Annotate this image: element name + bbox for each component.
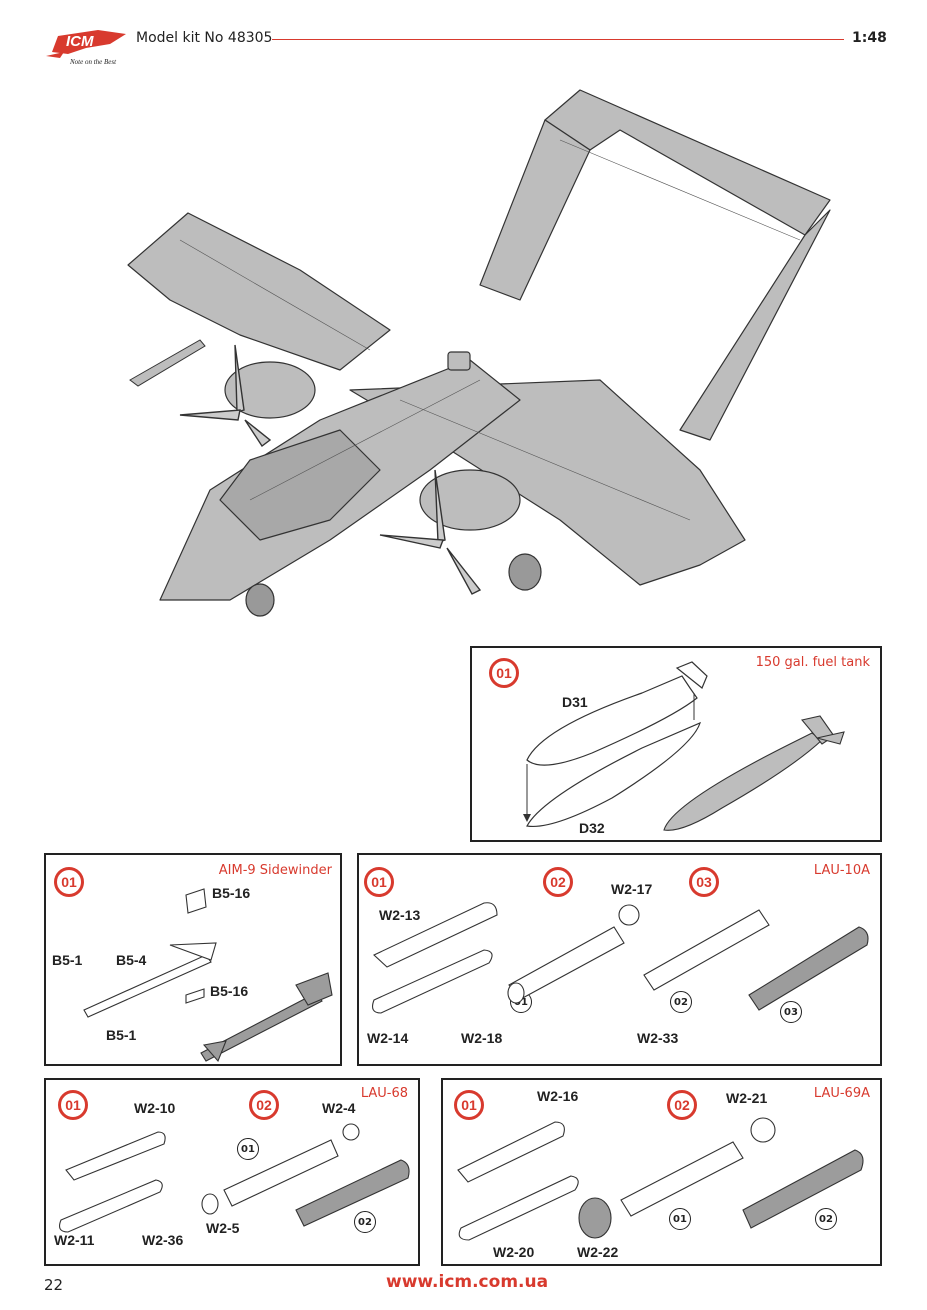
step-badge: 01: [454, 1090, 484, 1120]
panel-title: LAU-69A: [813, 1086, 870, 1101]
part-label: W2-21: [726, 1090, 768, 1106]
part-label: W2-22: [577, 1244, 619, 1260]
step-badge: 01: [489, 658, 519, 688]
panel-title: LAU-10A: [813, 863, 870, 878]
footer-url[interactable]: www.icm.com.ua: [386, 1272, 549, 1292]
part-label: W2-13: [379, 907, 421, 923]
part-label: D31: [562, 694, 588, 710]
part-label: W2-33: [637, 1030, 679, 1046]
lau68-drawing: [59, 1123, 410, 1233]
step-badge: 01: [54, 867, 84, 897]
panel-title: LAU-68: [360, 1086, 408, 1101]
part-label: W2-16: [537, 1088, 579, 1104]
part-label: B5-16: [212, 885, 251, 901]
fuel-tank-panel: 01 150 gal. fuel tank D31 D32: [470, 646, 882, 842]
part-label: W2-20: [493, 1244, 535, 1260]
part-label: B5-1: [52, 952, 83, 968]
part-label: W2-11: [54, 1232, 95, 1248]
scale-label: 1:48: [852, 30, 887, 46]
part-label: B5-1: [106, 1027, 137, 1043]
aircraft-illustration: [127, 89, 831, 617]
svg-text:ICM: ICM: [66, 33, 94, 50]
sub-ref: 01: [669, 1208, 691, 1230]
panel-title: 150 gal. fuel tank: [755, 655, 870, 670]
part-label: B5-16: [210, 983, 249, 999]
part-label: D32: [579, 820, 605, 836]
aim9-panel: 01 AIM-9 Sidewinder B5-16 B5-1 B5-4 B5-1…: [44, 853, 342, 1066]
part-label: W2-10: [134, 1100, 176, 1116]
panel-title: AIM-9 Sidewinder: [218, 863, 332, 878]
lau69a-drawing: [457, 1117, 864, 1241]
lau10a-drawing: [372, 902, 869, 1014]
sub-ref: 01: [237, 1138, 259, 1160]
lau10a-panel: 01 02 03 LAU-10A W2-13 W2-14 W2-18 W2-17…: [357, 853, 882, 1066]
svg-text:Note on the Best: Note on the Best: [69, 58, 117, 66]
part-label: W2-18: [461, 1030, 503, 1046]
aim9-drawing: [83, 888, 333, 1063]
part-label: W2-14: [367, 1030, 409, 1046]
icm-logo: ICM Note on the Best: [38, 22, 134, 72]
part-label: W2-5: [206, 1220, 240, 1236]
part-label: B5-4: [116, 952, 147, 968]
part-label: W2-36: [142, 1232, 184, 1248]
lau69a-panel: 01 02 LAU-69A W2-16 W2-20 W2-21 W2-22 01…: [441, 1078, 882, 1266]
step-badge: 02: [667, 1090, 697, 1120]
step-badge: 01: [58, 1090, 88, 1120]
sub-ref: 02: [815, 1208, 837, 1230]
lau68-panel: 01 02 LAU-68 W2-10 W2-11 W2-4 W2-36 W2-5…: [44, 1078, 420, 1266]
sub-ref: 03: [780, 1001, 802, 1023]
sub-ref: 02: [354, 1211, 376, 1233]
part-label: W2-4: [322, 1100, 356, 1116]
step-badge: 02: [543, 867, 573, 897]
step-badge: 03: [689, 867, 719, 897]
part-label: W2-17: [611, 881, 653, 897]
kit-number: Model kit No 48305: [136, 30, 273, 46]
icm-logo-mark: ICM Note on the Best: [46, 30, 126, 66]
fuel-tank-drawing: [523, 661, 845, 831]
step-badge: 02: [249, 1090, 279, 1120]
sub-ref: 02: [670, 991, 692, 1013]
header-rule: [272, 39, 844, 40]
step-badge: 01: [364, 867, 394, 897]
page-number: 22: [44, 1276, 64, 1294]
